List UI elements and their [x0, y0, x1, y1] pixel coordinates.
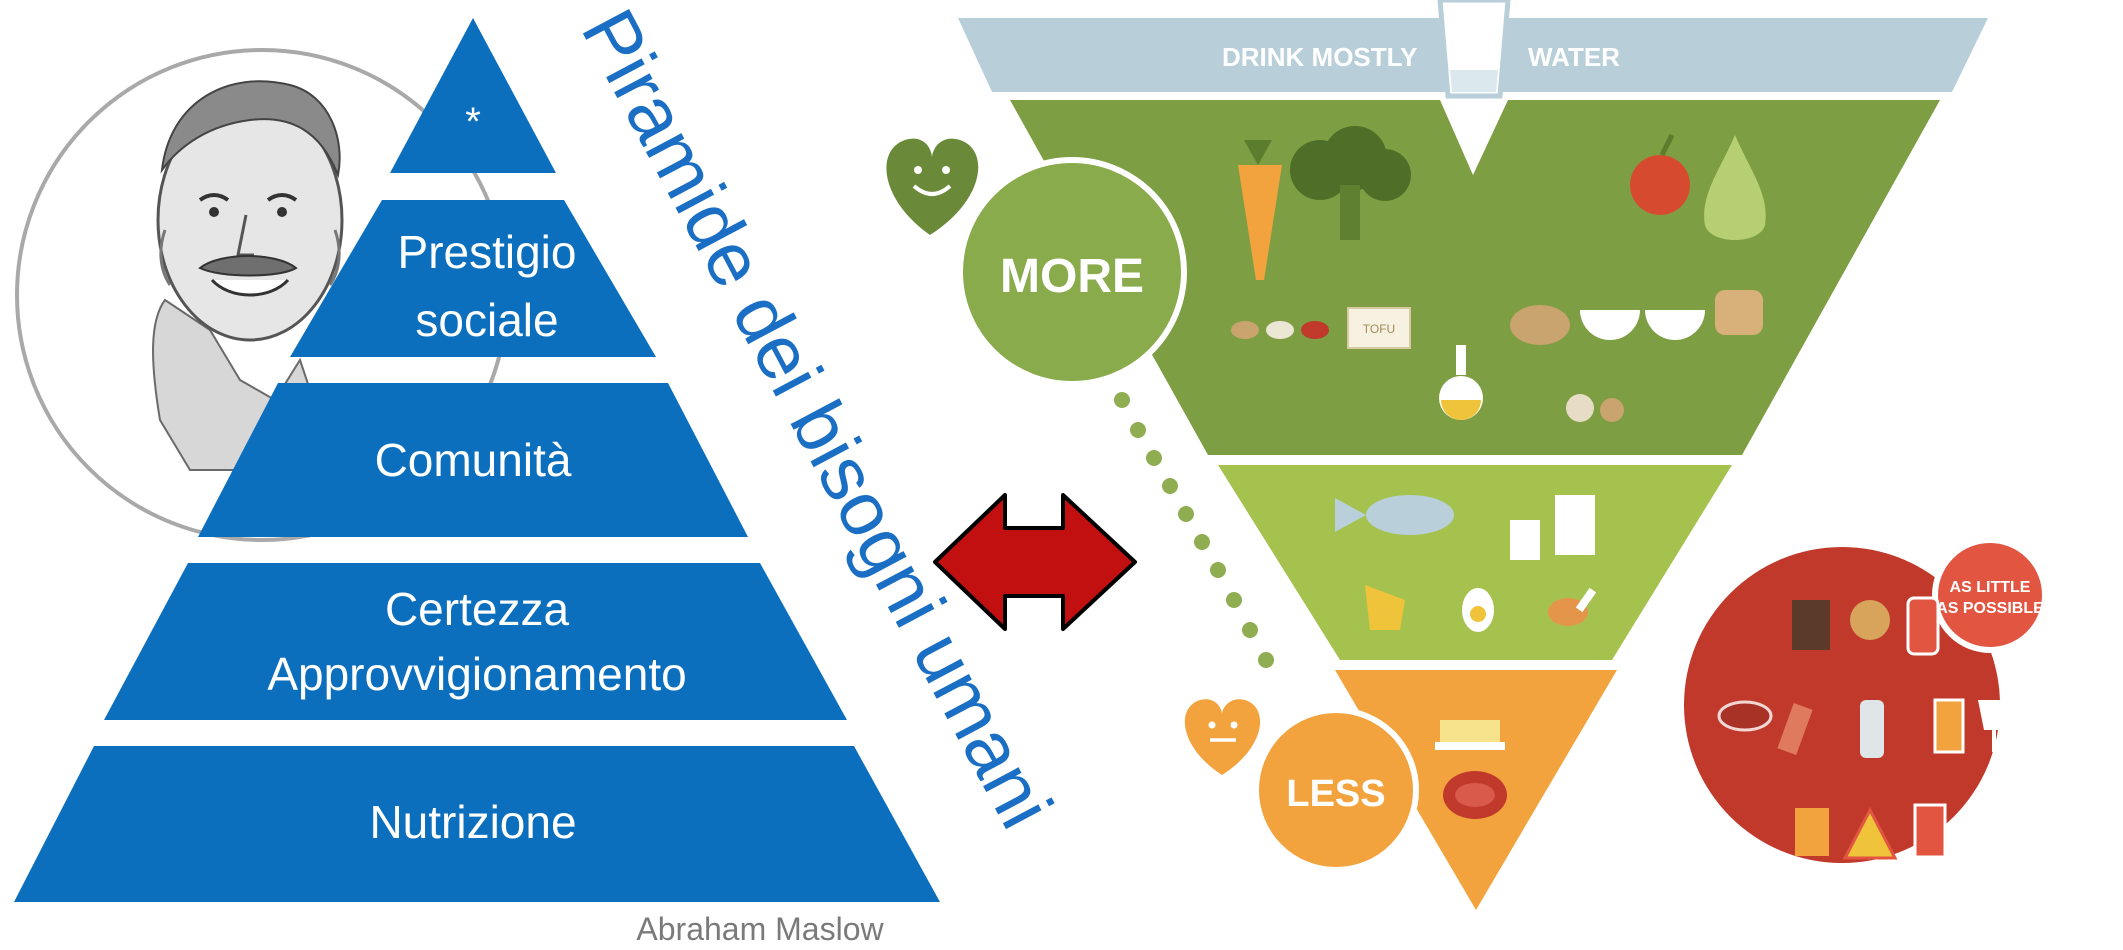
junk-food-icons [1717, 596, 2010, 860]
fries-icon [1795, 808, 1829, 856]
dairy-icon [1510, 495, 1595, 560]
less-label: LESS [1286, 773, 1385, 815]
steak-icon [1443, 771, 1507, 819]
cheese-icon [1365, 585, 1405, 630]
pyramid-tier-top [390, 18, 556, 173]
sausage-icon [1717, 700, 1773, 732]
fish-icon [1335, 495, 1454, 535]
water-label-left: DRINK MOSTLY [1222, 42, 1418, 72]
neutral-heart-icon [1184, 699, 1261, 775]
more-label: MORE [1000, 250, 1144, 303]
chips-bag-icon [1913, 803, 1947, 859]
pyramid-tier-security [104, 563, 847, 720]
carrot-icon [1238, 140, 1282, 280]
tier-label-security-1: Certezza [385, 583, 569, 635]
tofu-icon: TOFU [1347, 307, 1411, 349]
as-little-label-1: AS LITTLE [1950, 579, 2031, 596]
bacon-icon [1777, 703, 1813, 755]
dotted-path [1114, 392, 1274, 668]
chocolate-icon [1792, 600, 1830, 650]
pyramid-tier-nutrition [14, 746, 940, 902]
nuts-icon [1566, 394, 1624, 422]
apple-icon [1630, 133, 1690, 215]
oil-bottle-icon [1439, 345, 1483, 420]
pyramid-tier-prestige [290, 200, 656, 357]
chicken-leg-icon [1548, 587, 1597, 626]
pear-icon [1704, 135, 1766, 240]
butter-icon [1435, 720, 1505, 750]
tier-label-top: * [465, 100, 481, 144]
as-little-label-2: AS POSSIBLE [1936, 600, 2044, 617]
pyramid-tier-community [198, 383, 748, 537]
beer-glass-icon [1933, 698, 1965, 754]
salt-shaker-icon [1860, 700, 1884, 758]
double-arrow [933, 493, 1137, 631]
less-circle [1253, 707, 1419, 873]
cookie-icon [1850, 600, 1890, 640]
maslow-caption: Abraham Maslow [636, 911, 884, 945]
soda-can-icon [1906, 596, 1940, 656]
food-pyramid-section: DRINK MOSTLY WATER MORE [886, 0, 2048, 910]
tofu-label: TOFU [1363, 322, 1395, 336]
happy-heart-icon [886, 138, 979, 235]
grains-icon [1510, 290, 1763, 345]
tier-label-prestige-1: Prestigio [398, 226, 577, 278]
more-circle [957, 157, 1187, 387]
tier-label-security-2: Approvvigionamento [267, 648, 686, 700]
glass-icon [1437, 0, 1511, 99]
broccoli-icon [1290, 126, 1411, 240]
pizza-icon [1842, 806, 1898, 860]
beans-icon [1231, 321, 1329, 339]
tier-label-nutrition: Nutrizione [369, 796, 576, 848]
wine-glass-icon [1978, 700, 2010, 752]
tier-label-community: Comunità [375, 434, 572, 486]
as-little-badge [1932, 537, 2048, 653]
egg-icon [1462, 588, 1494, 632]
tier-label-prestige-2: sociale [415, 294, 558, 346]
water-label-right: WATER [1528, 42, 1620, 72]
